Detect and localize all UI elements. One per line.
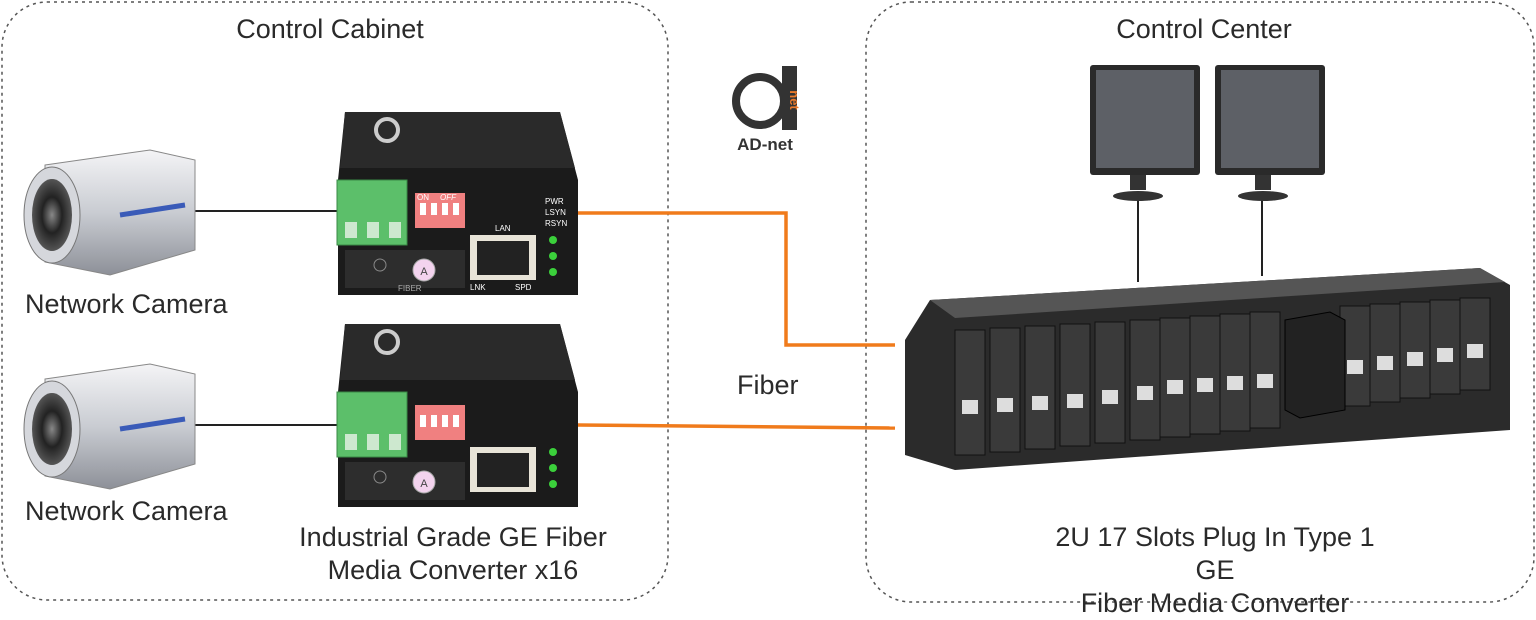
converter-caption: Industrial Grade GE Fiber Media Converte… bbox=[299, 521, 607, 587]
rack-caption: 2U 17 Slots Plug In Type 1 GE Fiber Medi… bbox=[1055, 521, 1376, 620]
rack-caption-line1: 2U 17 Slots Plug In Type 1 GE bbox=[1055, 522, 1375, 585]
spd-label: SPD bbox=[515, 283, 532, 292]
control-cabinet-zone bbox=[1, 1, 669, 601]
industrial-media-converter-icon: A bbox=[336, 112, 578, 295]
dip-on-label: ON bbox=[417, 193, 429, 202]
led-label-lsyn: LSYN bbox=[545, 208, 566, 217]
fiber-link-label: Fiber bbox=[737, 370, 799, 400]
fiber-port-label: FIBER bbox=[398, 284, 422, 293]
led-labels: PWR LSYN RSYN bbox=[545, 196, 567, 229]
monitor-icon bbox=[1090, 65, 1200, 201]
brand-name: AD-net bbox=[737, 135, 793, 154]
rack-caption-line2: Fiber Media Converter bbox=[1080, 588, 1350, 618]
lnk-label: LNK bbox=[470, 283, 486, 292]
camera-label: Network Camera bbox=[25, 289, 228, 319]
ad-net-logo: net bbox=[732, 66, 802, 130]
control-cabinet-title: Control Cabinet bbox=[236, 14, 424, 44]
control-center-zone bbox=[865, 1, 1535, 603]
svg-text:net: net bbox=[787, 90, 802, 110]
diagram-graphics: A net bbox=[1, 1, 1535, 603]
led-label-pwr: PWR bbox=[545, 197, 564, 206]
led-label-rsyn: RSYN bbox=[545, 219, 568, 228]
converter-caption-line2: Media Converter x16 bbox=[327, 555, 579, 585]
network-camera-icon bbox=[23, 149, 196, 276]
converter-caption-line1: Industrial Grade GE Fiber bbox=[299, 522, 607, 552]
control-center-title: Control Center bbox=[1116, 14, 1292, 44]
camera-label: Network Camera bbox=[25, 496, 228, 526]
rack-chassis-icon bbox=[905, 268, 1510, 470]
industrial-media-converter-icon bbox=[335, 322, 580, 509]
fiber-link-1 bbox=[578, 211, 895, 347]
lan-port-label: LAN bbox=[495, 224, 511, 233]
dip-off-label: OFF bbox=[440, 193, 456, 202]
svg-text:A: A bbox=[420, 266, 428, 278]
monitor-icon bbox=[1215, 65, 1325, 201]
network-camera-icon bbox=[23, 363, 196, 490]
fiber-link-2 bbox=[577, 423, 896, 430]
